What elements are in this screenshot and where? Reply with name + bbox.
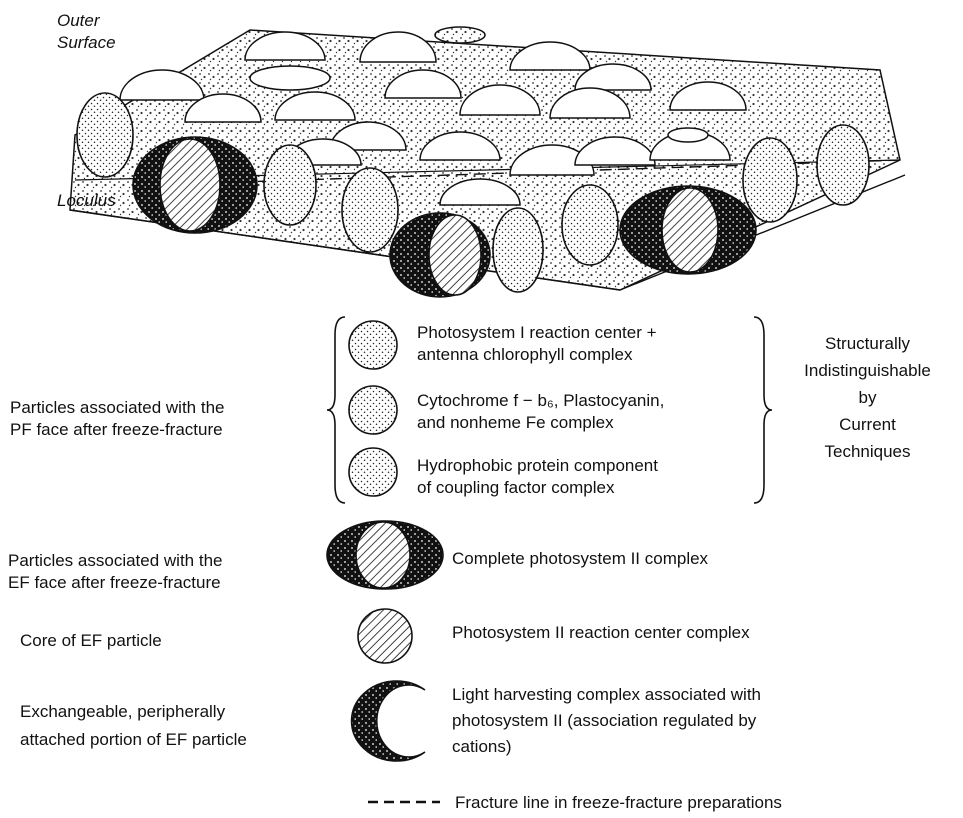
pf-item: Cytochrome f − b₆, Plastocyanin, and non… <box>417 390 664 434</box>
structurally-indistinguishable-note: Structurally Indistinguishable by Curren… <box>775 330 960 465</box>
pf-left-label: Particles associated with the PF face af… <box>10 397 225 441</box>
ef-desc: Complete photosystem II complex <box>452 548 708 570</box>
fracture-legend-label: Fracture line in freeze-fracture prepara… <box>455 792 782 814</box>
lhc-desc: Light harvesting complex associated with… <box>452 682 761 760</box>
pf-item: Hydrophobic protein component of couplin… <box>417 455 658 499</box>
pf-item: Photosystem I reaction center + antenna … <box>417 322 657 366</box>
stippled-particle-icon <box>349 321 397 496</box>
crescent-icon <box>352 681 425 761</box>
core-desc: Photosystem II reaction center complex <box>452 622 750 644</box>
loculus-label: Loculus <box>57 190 116 212</box>
ef-particle-icon <box>327 521 443 589</box>
right-brace <box>752 315 774 505</box>
core-left-label: Core of EF particle <box>20 630 162 652</box>
exchangeable-left-label: Exchangeable, peripherally attached port… <box>20 698 247 754</box>
hatched-core-icon <box>358 609 412 663</box>
outer-surface-label: Outer Surface <box>57 10 116 54</box>
ef-left-label: Particles associated with the EF face af… <box>8 550 223 594</box>
left-brace <box>325 315 349 505</box>
